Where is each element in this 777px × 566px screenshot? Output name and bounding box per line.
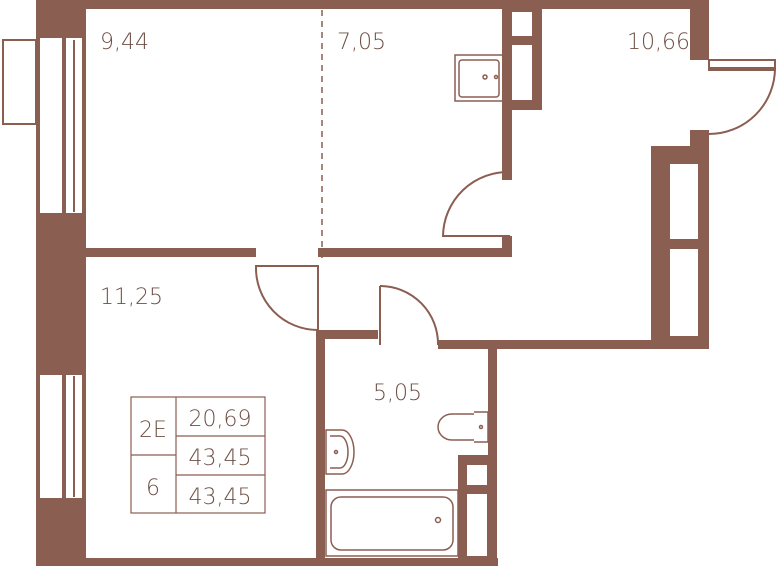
bathtub [325, 489, 459, 557]
window-lower-mid-frame [62, 375, 66, 498]
door-room3[interactable] [254, 265, 319, 332]
room-1-area: 9,44 [100, 30, 149, 55]
wall-room2-right-low [502, 236, 512, 257]
kitchen-sink [454, 54, 504, 102]
wall-left-upper [36, 0, 86, 38]
window-upper-in-frame [82, 38, 86, 213]
apartment-info-table: 2Е 6 20,69 43,45 43,45 [130, 396, 266, 514]
col-cutout-2 [670, 249, 698, 336]
door-room2[interactable] [441, 170, 511, 237]
room-2-area: 7,05 [337, 30, 386, 55]
doors [254, 67, 777, 346]
apartment-floor: 6 [146, 476, 160, 501]
window-upper-mid-frame [62, 38, 66, 213]
windows [2, 39, 776, 497]
wall-left-pier [36, 213, 86, 375]
bath-shaft-cutout-2 [467, 494, 487, 556]
wall-top [36, 0, 709, 9]
left-window-sill [2, 39, 37, 125]
shaft-cutout-2 [512, 45, 532, 100]
wall-right-top [690, 0, 709, 60]
window-upper-left-frame [36, 38, 40, 213]
room-3-area: 11,25 [100, 285, 163, 310]
wall-bath-left [316, 330, 325, 566]
shaft-cutout-1 [512, 12, 532, 36]
living-area: 20,69 [189, 407, 252, 432]
total-area-with-balcony: 43,45 [189, 485, 252, 510]
wall-bath-top-left [316, 330, 378, 339]
wall-bottom-bath [318, 558, 498, 566]
wall-bath-right [488, 340, 497, 566]
wall-left-lower [36, 498, 86, 566]
wall-right-mid [690, 130, 709, 150]
bath-shaft-cutout-1 [467, 465, 487, 485]
window-lower-in-frame [82, 375, 86, 498]
bathroom-area: 5,05 [373, 381, 422, 406]
wall-hall-bottom [438, 340, 709, 349]
window-lower-left-frame [36, 375, 40, 498]
total-area: 43,45 [189, 446, 252, 471]
room-labels: 9,44 7,05 10,66 11,25 5,05 [100, 30, 690, 406]
door-bathroom[interactable] [379, 285, 440, 346]
walls [36, 0, 709, 566]
wall-bath-top-right [438, 340, 496, 349]
washbasin [325, 429, 355, 475]
wall-mid-horizontal [86, 248, 256, 257]
fixtures [325, 54, 504, 557]
toilet [437, 411, 489, 443]
right-window [708, 59, 776, 71]
hall-area: 10,66 [627, 30, 690, 55]
wall-bottom-left [36, 558, 326, 566]
door-entrance[interactable] [708, 67, 777, 135]
wall-mid-horizontal-2 [318, 248, 510, 257]
col-cutout-1 [670, 164, 698, 239]
apartment-type: 2Е [139, 418, 167, 443]
shaft-cutouts [467, 12, 698, 556]
